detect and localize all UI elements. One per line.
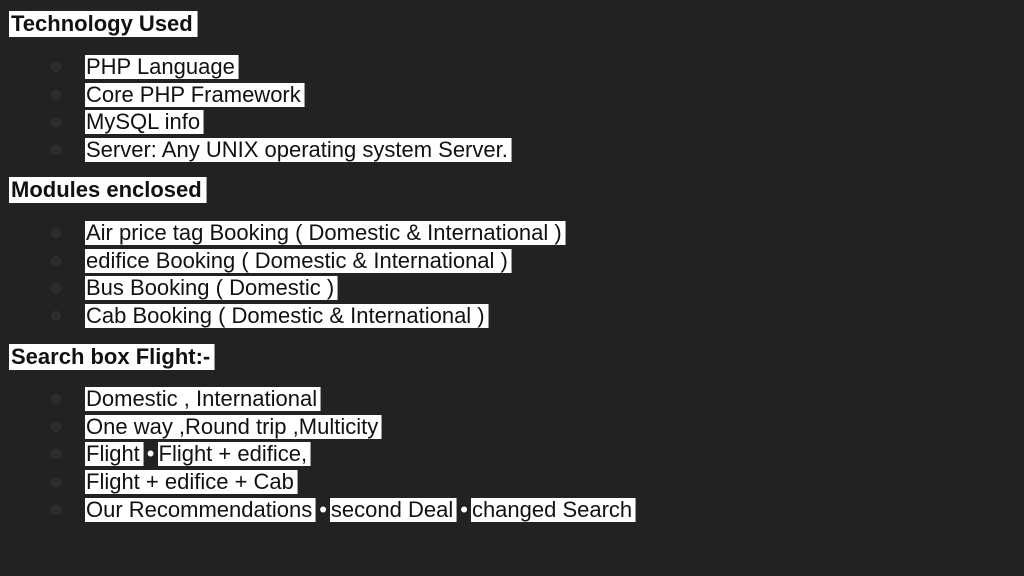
bullet-separator: •	[319, 496, 327, 522]
heading-technology-used: Technology Used	[9, 11, 198, 37]
list-item-text: Flight + edifice,	[157, 442, 312, 467]
heading-modules-enclosed: Modules enclosed	[9, 177, 207, 203]
bullet-icon	[52, 284, 60, 293]
list-item-text: Cab Booking ( Domestic & International )	[85, 304, 489, 329]
bullet-icon	[52, 146, 60, 155]
bullet-icon	[52, 63, 60, 71]
heading-search-box-flight: Search box Flight:-	[9, 344, 216, 370]
bullet-icon	[52, 395, 60, 403]
bullet-icon	[52, 312, 60, 321]
list-item-text: MySQL info	[85, 110, 205, 135]
list-item-text: One way ,Round trip ,Multicity	[85, 414, 383, 439]
list-item-text: Domestic , International	[85, 387, 322, 411]
bullet-icon	[52, 90, 60, 99]
list-item-text: edifice Booking ( Domestic & Internation…	[85, 248, 512, 273]
list-item-text: Flight + edifice + Cab	[85, 470, 298, 495]
list-item-text: changed Search	[470, 497, 637, 522]
list-item-text: Air price tag Booking ( Domestic & Inter…	[85, 221, 566, 245]
bullet-icon	[52, 118, 60, 127]
list-item-text: Flight	[85, 442, 144, 467]
bullet-separator: •	[146, 441, 155, 467]
list-item-text: second Deal	[329, 497, 458, 522]
bullet-icon	[52, 505, 60, 514]
list-item-text: Bus Booking ( Domestic )	[85, 276, 339, 301]
list-item-text: Our Recommendations	[85, 497, 317, 522]
bullet-icon	[52, 229, 60, 237]
list-item-text: Server: Any UNIX operating system Server…	[85, 138, 512, 163]
bullet-icon	[52, 450, 60, 459]
list-item-text: Core PHP Framework	[85, 82, 305, 107]
bullet-icon	[52, 256, 60, 265]
bullet-icon	[52, 478, 60, 487]
bullet-icon	[52, 422, 60, 431]
list-item-text: PHP Language	[85, 55, 239, 79]
bullet-separator: •	[460, 496, 468, 522]
